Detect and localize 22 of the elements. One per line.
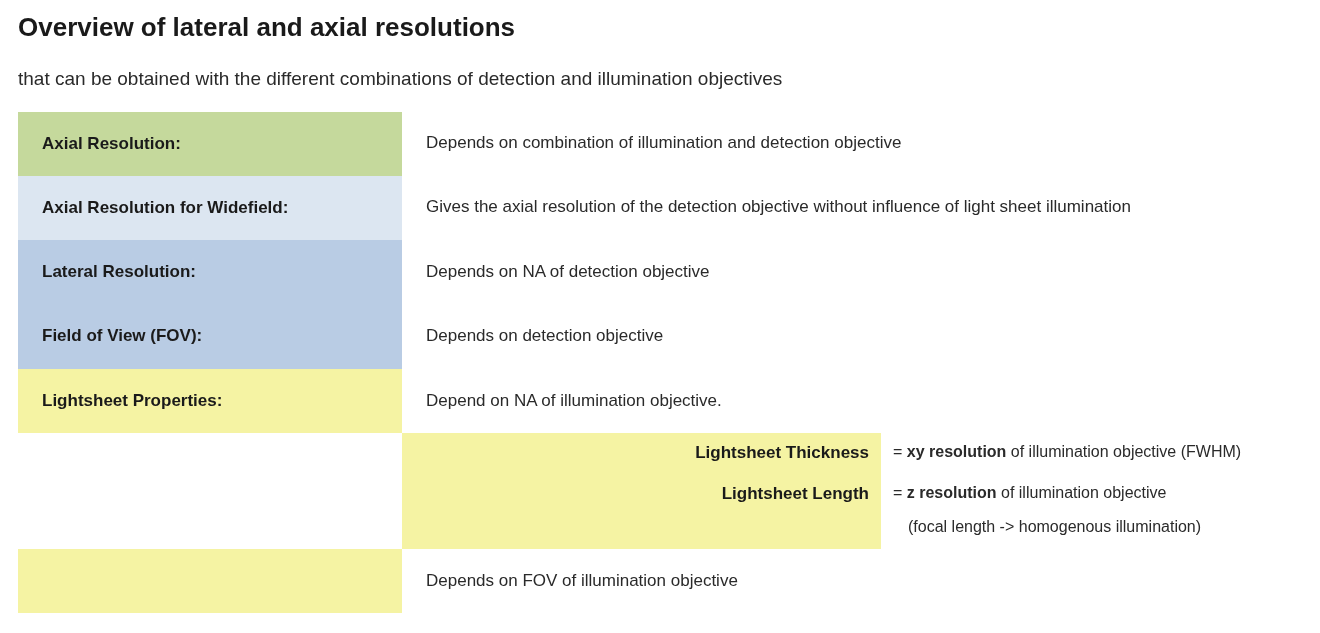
title: Overview of lateral and axial resolutions bbox=[18, 12, 516, 43]
description-text: Gives the axial resolution of the detection objective without influence of light sheet illumination bbox=[426, 197, 1131, 217]
description-text: Depends on combination of illumination and detection objective bbox=[426, 133, 902, 153]
table-header-cell bbox=[18, 240, 402, 369]
subtitle: that can be obtained with the different combinations of detection and illumination objectives bbox=[18, 68, 783, 90]
row-heading: Lightsheet Length bbox=[721, 484, 869, 504]
table-header-cell bbox=[402, 433, 881, 549]
row-heading: Lightsheet Thickness bbox=[695, 443, 869, 463]
description-text: Depends on detection objective bbox=[426, 326, 664, 346]
row-heading: Axial Resolution: bbox=[42, 134, 181, 154]
table-header-cell bbox=[18, 112, 402, 176]
row-heading: Axial Resolution for Widefield: bbox=[42, 198, 289, 218]
description-text: Depends on FOV of illumination objective bbox=[426, 571, 738, 591]
table-header-cell bbox=[18, 176, 402, 240]
table-header-cell bbox=[18, 369, 402, 433]
row-heading: Field of View (FOV): bbox=[42, 326, 203, 346]
description-text: Depend on NA of illumination objective. bbox=[426, 391, 722, 411]
description-text: (focal length -> homogenous illumination) bbox=[908, 518, 1202, 536]
row-heading: Lightsheet Properties: bbox=[42, 391, 223, 411]
empty-cell bbox=[18, 549, 402, 613]
row-heading: Lateral Resolution: bbox=[42, 262, 196, 282]
description-text: Depends on NA of detection objective bbox=[426, 262, 710, 282]
